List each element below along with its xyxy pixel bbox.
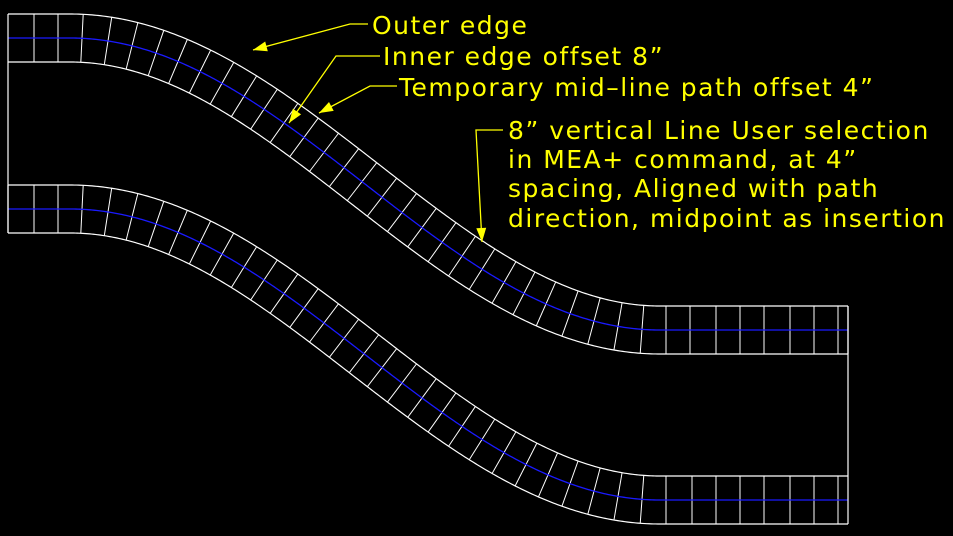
leader-mid-line-arrowhead: [319, 102, 334, 113]
label-selection-line-2: in MEA+ command, at 4”: [508, 145, 858, 174]
upper-band-outer-edge: [8, 13, 848, 307]
lower-curved-band: [7, 184, 849, 525]
leader-outer-edge-arrowhead: [253, 41, 268, 52]
leader-outer-edge: [252, 23, 368, 51]
leader-inner-edge-arrowhead: [289, 108, 302, 123]
leader-inner-edge: [288, 55, 380, 124]
upper-band-inner-edge: [8, 61, 848, 355]
lower-band-outer-edge: [8, 184, 848, 477]
band-end-connectors: [7, 62, 849, 476]
lower-band-inner-edge: [8, 232, 848, 525]
leader-selection: [475, 129, 503, 243]
leader-selection-arrowhead: [476, 227, 487, 242]
upper-band-mid-line-path: [8, 37, 848, 331]
upper-curved-band: [7, 13, 849, 355]
label-selection-line-3: spacing, Aligned with path: [508, 174, 879, 203]
label-selection-line-1: 8” vertical Line User selection: [508, 116, 930, 145]
annotation-leaders: [252, 23, 503, 243]
leader-mid-line: [318, 85, 397, 114]
label-selection-line-4: direction, midpoint as insertion: [508, 204, 946, 233]
label-mid-line: Temporary mid–line path offset 4”: [398, 73, 874, 102]
label-outer-edge: Outer edge: [372, 11, 528, 40]
lower-band-mid-line-path: [8, 208, 848, 501]
annotation-labels: Outer edge Inner edge offset 8” Temporar…: [372, 11, 946, 233]
label-inner-edge: Inner edge offset 8”: [383, 42, 664, 71]
